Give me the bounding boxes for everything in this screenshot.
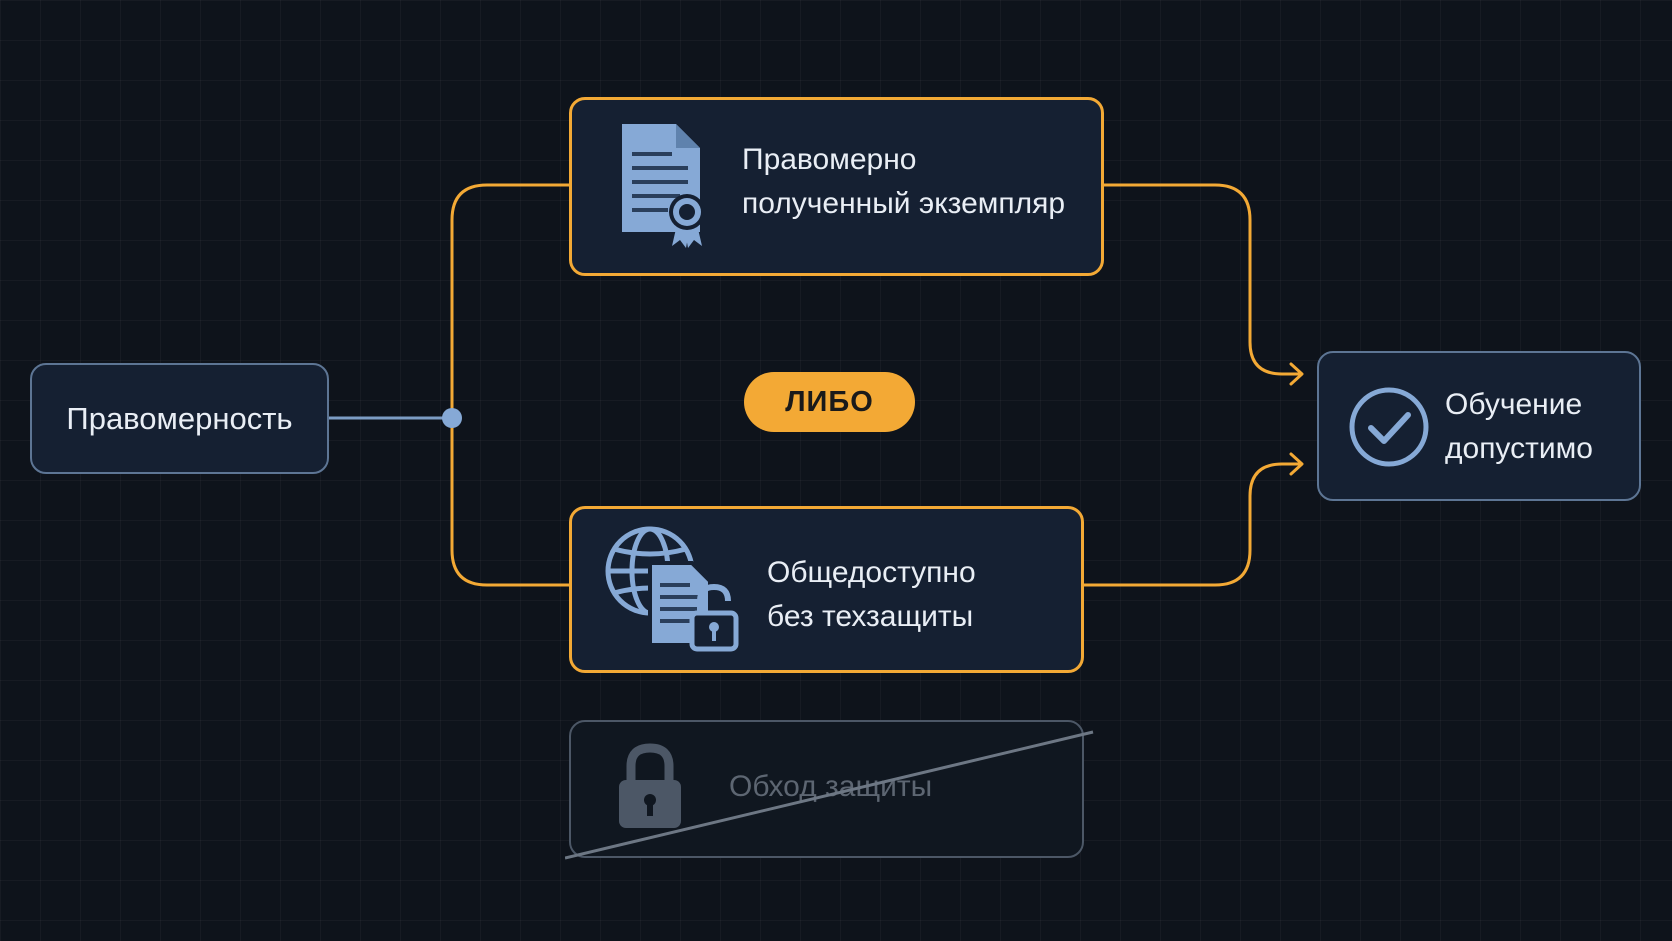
arrowhead-top-icon [1289, 362, 1304, 386]
bottom-branch-connector [1084, 462, 1302, 587]
junction-dot [442, 408, 462, 428]
legal-copy-line-1: Правомерно [742, 143, 917, 176]
strikethrough-line [565, 730, 1094, 860]
result-text: Обучение допустимо [1445, 383, 1593, 471]
left-branch-bracket [450, 183, 569, 587]
legal-copy-line-2: полученный экземпляр [742, 187, 1066, 220]
result-line-1: Обучение [1445, 388, 1583, 421]
result-node: Обучение допустимо [1317, 351, 1641, 501]
public-access-line-2: без техзащиты [767, 600, 974, 633]
globe-document-unlock-icon [605, 526, 739, 652]
bypass-protection-node: Обход защиты [565, 720, 1094, 860]
public-access-node: Общедоступно без техзащиты [569, 506, 1084, 673]
certificate-document-icon [622, 124, 705, 248]
check-circle-icon [1349, 387, 1429, 467]
source-node: Правомерность [30, 363, 329, 474]
source-label: Правомерность [66, 400, 293, 436]
public-access-line-1: Общедоступно [767, 556, 976, 589]
or-badge: ЛИБО [744, 372, 915, 432]
arrowhead-bottom-icon [1289, 452, 1304, 476]
legal-copy-text: Правомерно полученный экземпляр [742, 138, 1065, 226]
result-line-2: допустимо [1445, 432, 1593, 465]
bypass-protection-label: Обход защиты [729, 770, 933, 803]
padlock-icon [619, 743, 681, 828]
top-branch-connector [1104, 183, 1302, 376]
public-access-text: Общедоступно без техзащиты [767, 551, 976, 639]
legal-copy-node: Правомерно полученный экземпляр [569, 97, 1104, 276]
